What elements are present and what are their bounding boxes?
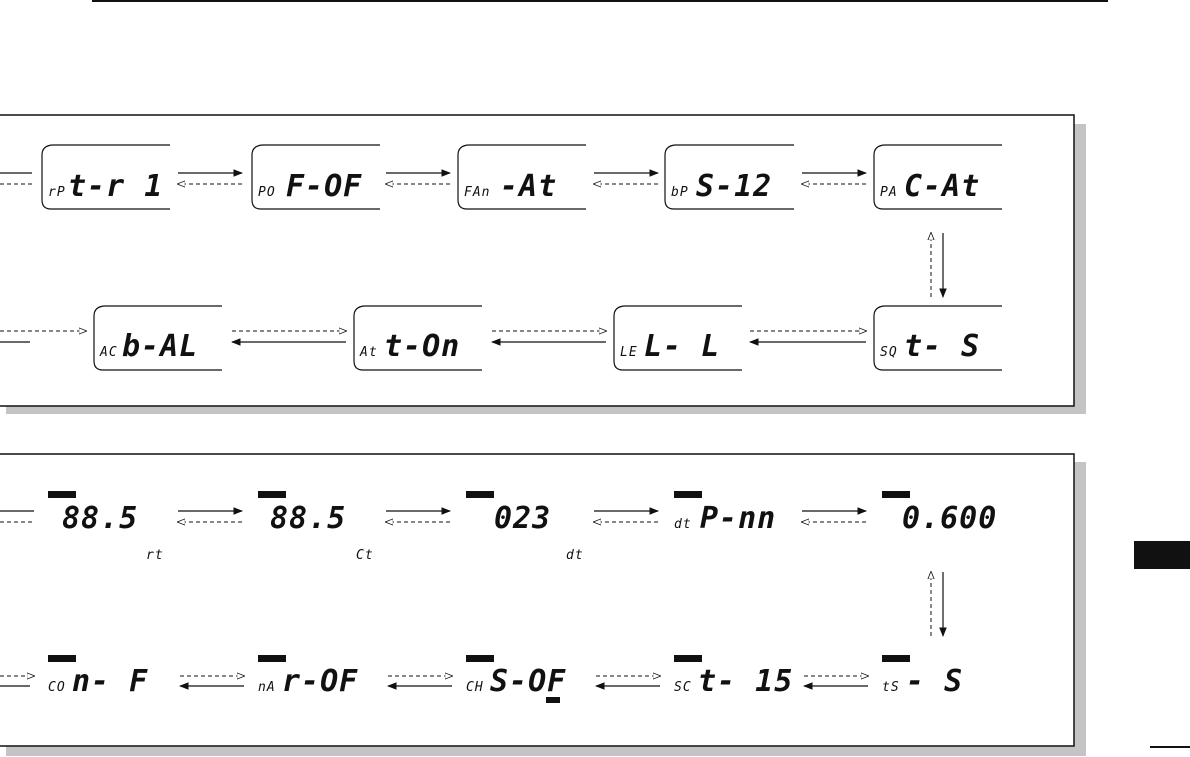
lcd-segment-bar <box>258 655 286 662</box>
panel-top-frame <box>0 114 1075 407</box>
panel-top: rP t-r 1 PO F-OF FAn -At bP S-12 PA C-At <box>0 114 1086 414</box>
lcd-big-sct: t- 15 <box>698 664 793 699</box>
lcd-small-ts: tS <box>882 680 900 695</box>
lcd-big-ts: - S <box>906 664 963 699</box>
lcd-display-rt: 88.5 rt <box>48 491 164 563</box>
lcd-small-lel: LE <box>620 345 638 360</box>
lcd-small-sct: SC <box>674 680 692 695</box>
lcd-big-bps: S-12 <box>696 169 772 204</box>
lcd-big-pac: C-At <box>904 169 980 204</box>
lcd-box-acb: AC b-AL <box>93 305 222 371</box>
lcd-segment-bar <box>882 491 910 498</box>
lcd-box-pof: PO F-OF <box>251 144 380 210</box>
section-tab <box>1134 541 1190 569</box>
lcd-box-lel: LE L- L <box>613 305 742 371</box>
lcd-big-ct: 88.5 <box>270 501 346 536</box>
lcd-big-sqt: t- S <box>904 329 980 364</box>
lcd-small-fan: FAn <box>464 185 490 200</box>
lcd-segment-bar <box>466 491 494 498</box>
lcd-display-dt: 023 dt <box>466 491 584 563</box>
lcd-box-sqt: SQ t- S <box>873 305 1002 371</box>
arrows-bottom-row1 <box>0 507 947 637</box>
lcd-display-sct: SC t- 15 <box>674 655 793 699</box>
lcd-display-dtp: dt P-nn <box>674 491 776 536</box>
lcd-box-att: At t-On <box>353 305 482 371</box>
lcd-big-pof: F-OF <box>286 169 362 204</box>
lcd-small-chs: CH <box>466 680 484 695</box>
lcd-segment-bar <box>466 655 494 662</box>
lcd-small-pac: PA <box>880 185 898 200</box>
lcd-segment-bar <box>48 655 76 662</box>
lcd-big-lel: L- L <box>644 329 720 364</box>
lcd-small-ct: Ct <box>356 548 374 563</box>
arrows-bottom-row2 <box>0 676 868 690</box>
panel-bottom: 88.5 rt 88.5 Ct 023 dt dt P-nn 0.600 <box>0 453 1086 756</box>
lcd-big-rpt: t-r 1 <box>68 169 163 204</box>
lcd-small-sqt: SQ <box>880 345 898 360</box>
lcd-segment-bar <box>258 491 286 498</box>
lcd-cursor-bar <box>546 697 560 703</box>
lcd-display-con: CO n- F <box>48 655 148 699</box>
lcd-small-dtp: dt <box>674 517 692 532</box>
lcd-small-att: At <box>359 345 378 360</box>
lcd-box-pac: PA C-At <box>873 144 1002 210</box>
lcd-big-dtp: P-nn <box>700 501 776 536</box>
lcd-small-con: CO <box>48 680 66 695</box>
lcd-big-rt: 88.5 <box>62 501 138 536</box>
lcd-display-nar: nA r-OF <box>258 655 358 699</box>
lcd-box-bps: bP S-12 <box>664 144 794 210</box>
lcd-big-acb: b-AL <box>122 329 198 364</box>
lcd-segment-bar <box>48 491 76 498</box>
lcd-box-rpt: rP t-r 1 <box>41 144 170 210</box>
arrows-top-row1 <box>0 169 947 298</box>
lcd-big-con: n- F <box>72 664 148 699</box>
lcd-segment-bar <box>882 655 910 662</box>
lcd-segment-bar <box>674 655 702 662</box>
lcd-big-att: t-On <box>384 329 460 364</box>
panel-bottom-frame <box>0 453 1075 747</box>
lcd-box-fan: FAn -At <box>457 144 586 210</box>
lcd-small-nar: nA <box>258 680 276 695</box>
lcd-big-chs: S-OF <box>490 664 566 699</box>
lcd-display-offset: 0.600 <box>882 491 997 536</box>
lcd-small-rpt: rP <box>48 185 66 200</box>
arrows-top-row2 <box>0 331 866 346</box>
lcd-big-nar: r-OF <box>282 664 358 699</box>
lcd-big-fan: -At <box>500 169 557 204</box>
lcd-display-chs: CH S-OF <box>466 655 566 703</box>
lcd-segment-bar <box>674 491 702 498</box>
lcd-small-pof: PO <box>258 185 276 200</box>
lcd-big-offset: 0.600 <box>902 501 997 536</box>
lcd-small-bps: bP <box>671 185 689 200</box>
lcd-display-ct: 88.5 Ct <box>258 491 374 563</box>
lcd-big-dt: 023 <box>494 501 551 536</box>
lcd-small-dt: dt <box>566 548 584 563</box>
lcd-small-acb: AC <box>99 345 118 360</box>
lcd-small-rt: rt <box>146 548 164 563</box>
lcd-display-ts: tS - S <box>882 655 963 699</box>
